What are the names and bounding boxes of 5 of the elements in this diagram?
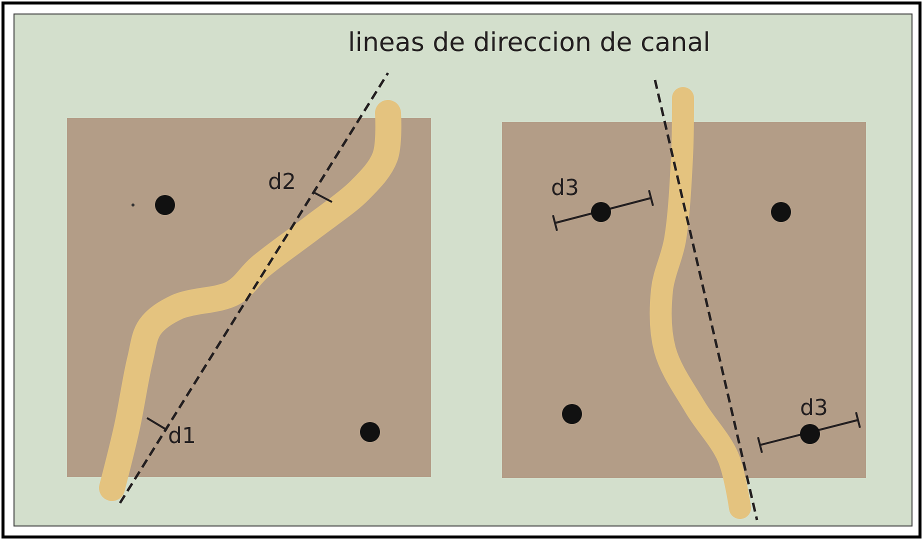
distance-label: d3: [800, 398, 828, 420]
distance-label: d3: [551, 178, 579, 200]
caption-text: lineas de direccion de canal: [348, 30, 710, 56]
distance-label: d1: [168, 426, 196, 448]
distance-label: d2: [268, 172, 296, 194]
